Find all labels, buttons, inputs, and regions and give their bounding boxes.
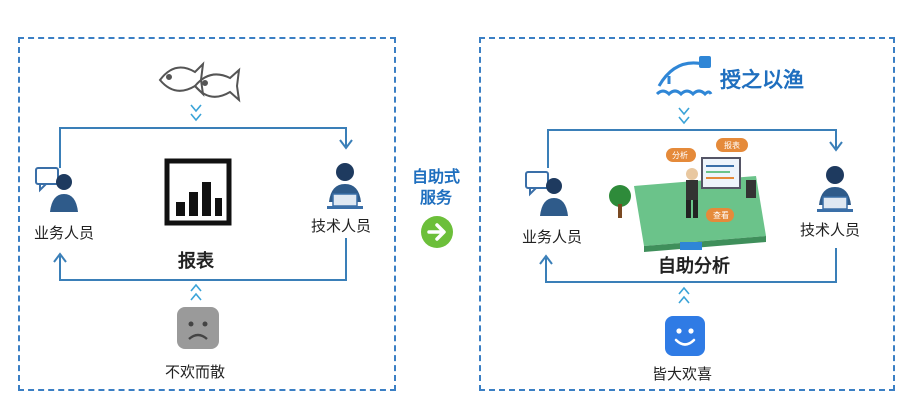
bubble-label-analysis: 分析 (672, 151, 688, 160)
arrow-right-icon (421, 216, 453, 248)
bubble-label-view: 查看 (713, 211, 729, 220)
fish-icon (158, 61, 241, 103)
down-chevron-icon (190, 104, 202, 122)
self-analysis-label: 自助分析 (658, 256, 730, 276)
report-label: 报表 (178, 251, 214, 271)
self-analysis-illustration (609, 138, 766, 252)
left-panel (18, 37, 396, 391)
business-label: 业务人员 (522, 229, 583, 246)
business-label: 业务人员 (34, 225, 95, 242)
tech-label: 技术人员 (311, 218, 372, 235)
self-service-line1: 自助式 (412, 169, 461, 186)
happy-face-icon (665, 316, 705, 356)
self-service-line2: 服务 (420, 190, 453, 207)
unhappy-label: 不欢而散 (165, 364, 226, 381)
bar-chart-icon (164, 158, 232, 226)
tech-person-icon (327, 163, 363, 209)
up-chevron-icon (190, 283, 202, 301)
bubble-label-report: 报表 (724, 141, 740, 150)
right-panel (479, 37, 895, 391)
down-chevron-icon (678, 107, 690, 125)
up-chevron-icon (678, 286, 690, 304)
business-person-icon (525, 171, 568, 216)
tech-person-icon (817, 166, 853, 212)
right-title: 授之以渔 (720, 69, 804, 92)
tech-label: 技术人员 (800, 222, 861, 239)
sad-face-icon (177, 307, 219, 349)
fishing-icon (655, 56, 713, 97)
happy-label: 皆大欢喜 (652, 366, 713, 383)
business-person-icon (35, 167, 78, 212)
